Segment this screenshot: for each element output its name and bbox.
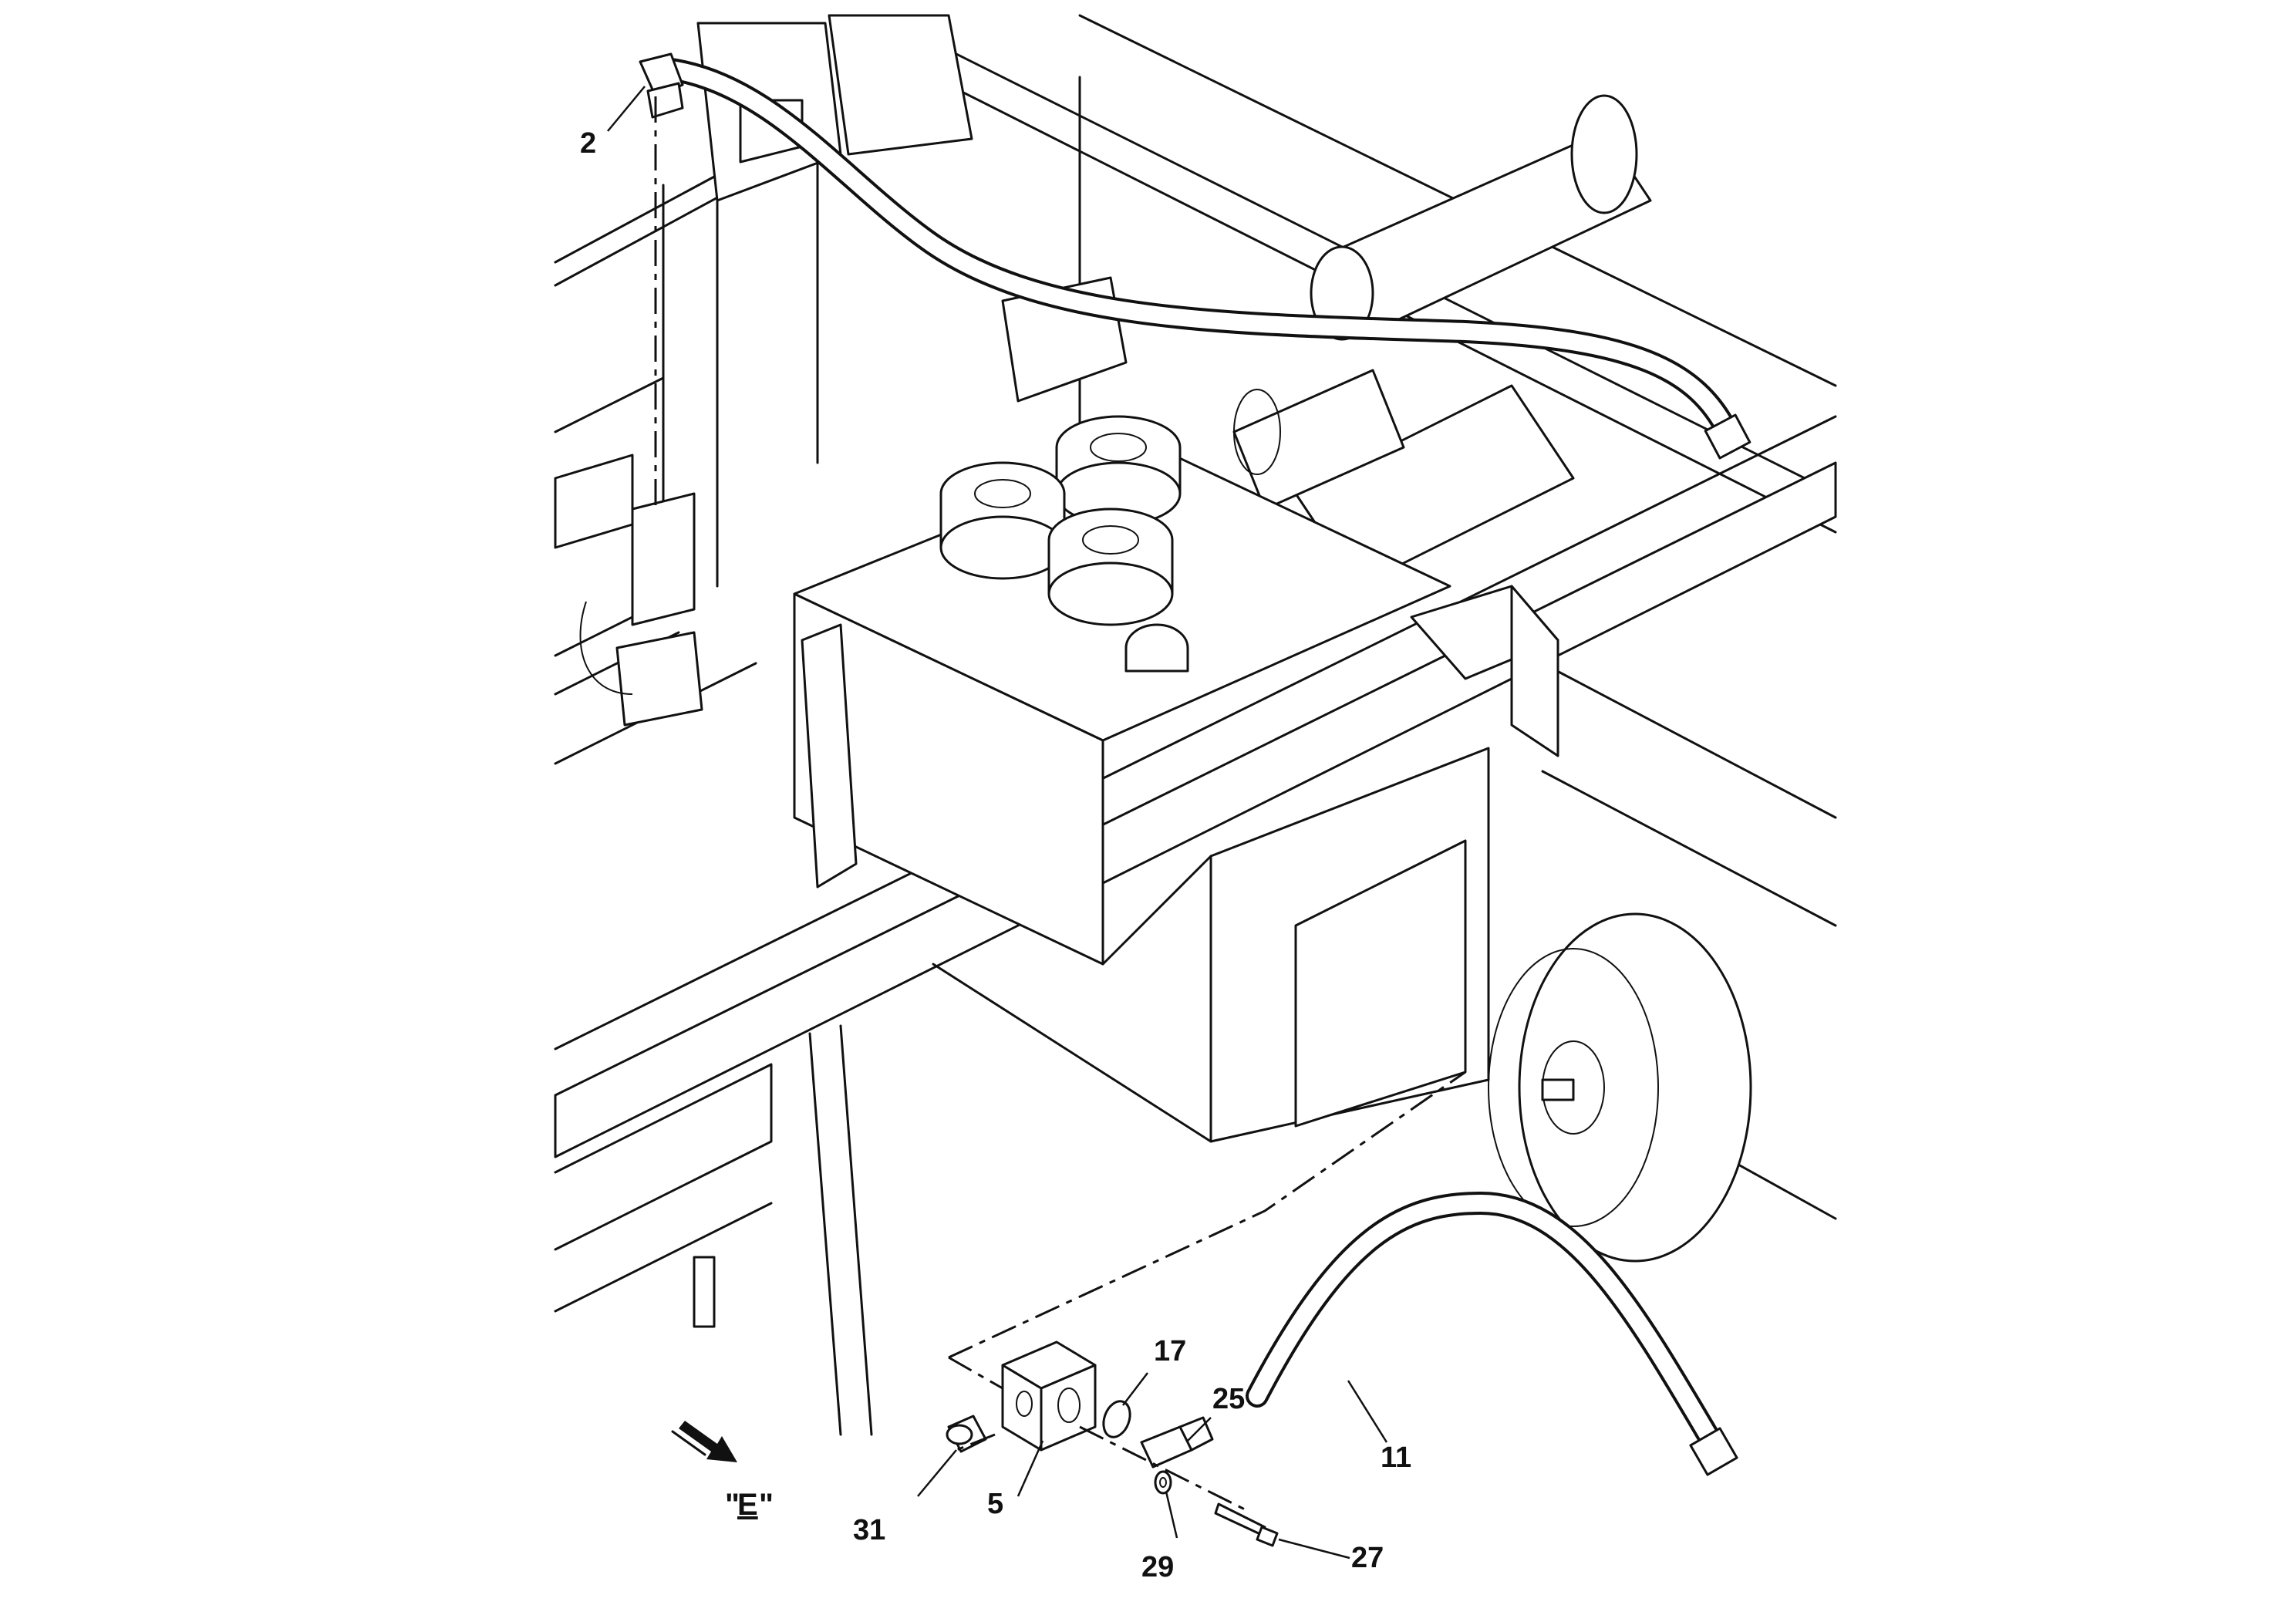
callout-31: 31: [853, 1514, 885, 1546]
hose-11: [1246, 1192, 1738, 1476]
part-29-washer: [1154, 1470, 1172, 1495]
part-25-connector: [1140, 1416, 1214, 1469]
view-label-close-quote: ": [759, 1488, 774, 1522]
callout-29: 29: [1141, 1551, 1174, 1583]
leader-lines: [607, 86, 1388, 1560]
breather-cap: [1124, 623, 1189, 673]
callout-5: 5: [987, 1488, 1003, 1520]
callout-25: 25: [1212, 1383, 1245, 1415]
assembly-lines: [654, 96, 1466, 1513]
filter-unit-left: [939, 461, 1066, 580]
callout-27: 27: [1351, 1542, 1384, 1574]
part-17-o-ring: [1102, 1400, 1131, 1438]
view-label-open-quote: ": [725, 1488, 740, 1522]
view-label: " E ": [725, 1488, 774, 1522]
callout-11: 11: [1381, 1442, 1411, 1474]
part-31-plug: [946, 1415, 987, 1453]
drive-motor-flange: [1488, 912, 1752, 1263]
callout-2: 2: [580, 127, 596, 160]
view-label-letter: E: [737, 1488, 758, 1522]
part-27-bolt: [1214, 1502, 1279, 1547]
part-5-adapter-block: [1001, 1340, 1097, 1452]
valve-block-left: [554, 454, 703, 727]
filter-unit-front: [1047, 508, 1174, 626]
upper-hose-assembly: [659, 58, 1752, 460]
callout-17: 17: [1154, 1335, 1186, 1367]
upper-bracket: [1410, 585, 1559, 757]
view-direction-arrow-icon: [671, 1421, 737, 1462]
